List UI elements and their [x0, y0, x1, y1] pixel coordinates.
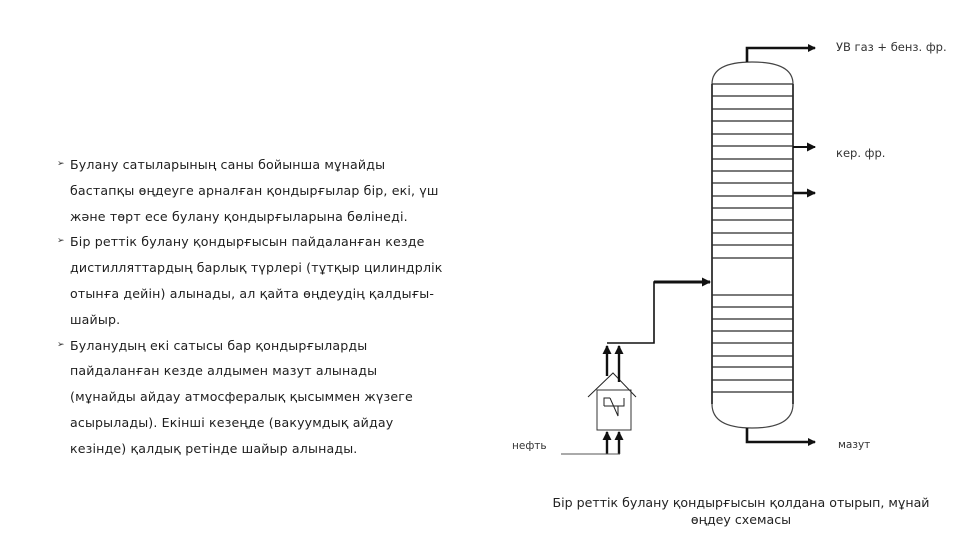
column-bottom-dome — [711, 403, 794, 429]
bullet-item: ➢ Бір реттік булану қондырғысын пайдалан… — [57, 229, 487, 332]
label-side-outlet: кер. фр. — [836, 146, 886, 160]
arrow-bullet-icon: ➢ — [57, 236, 65, 247]
figure-caption: Бір реттік булану қондырғысын қолдана от… — [522, 494, 960, 528]
caption-line: өңдеу схемасы — [690, 512, 792, 527]
bullet-item: ➢ Буланудың екі сатысы бар қондырғыларды… — [57, 333, 487, 462]
column-trays — [712, 83, 793, 393]
bullet-text: Буланудың екі сатысы бар қондырғыларды п… — [70, 337, 413, 456]
arrow-bullet-icon: ➢ — [57, 159, 65, 169]
bullet-text: Булану сатыларының саны бойынша мұнайды … — [70, 157, 439, 224]
arrow-bullet-icon: ➢ — [57, 339, 65, 350]
label-top-outlet: УВ газ + бенз. фр. — [836, 40, 947, 54]
top-outlet-arrow — [745, 44, 816, 62]
bottom-outlet-arrow — [745, 428, 816, 446]
bullet-list: ➢ Булану сатыларының саны бойынша мұнайд… — [57, 152, 487, 462]
caption-line: Бір реттік булану қондырғысын қолдана от… — [552, 495, 930, 510]
distillation-column — [711, 61, 794, 429]
label-feed: нефть — [512, 440, 547, 452]
label-bottom-outlet: мазут — [838, 439, 871, 451]
furnace — [587, 372, 637, 431]
bullet-text: Бір реттік булану қондырғысын пайдаланға… — [70, 234, 443, 327]
bullet-item: ➢ Булану сатыларының саны бойынша мұнайд… — [57, 152, 487, 229]
column-top-dome — [711, 61, 794, 85]
feed-line — [607, 281, 710, 344]
